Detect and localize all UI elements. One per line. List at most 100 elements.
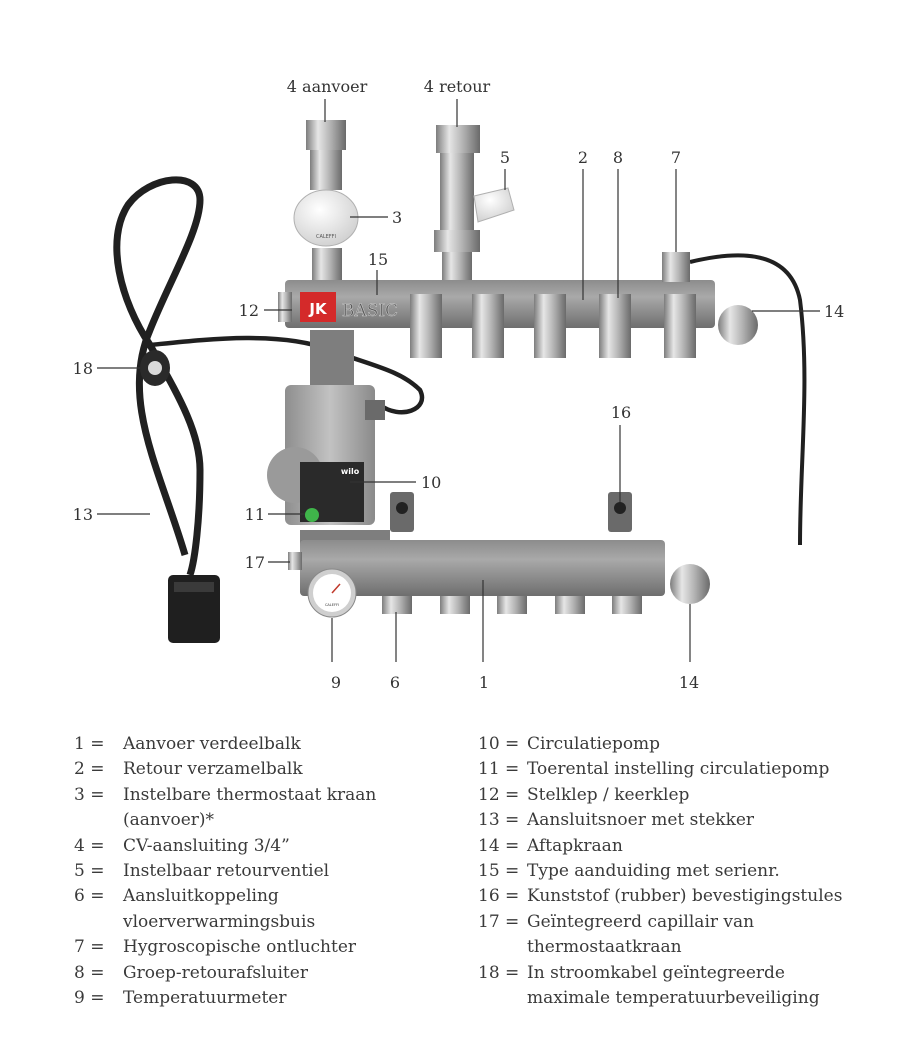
callout-14-top: 14: [824, 302, 844, 321]
callout-2: 2: [578, 148, 588, 167]
legend-text: CV-aansluiting 3/4”: [123, 835, 290, 856]
legend-number: 15 =: [478, 861, 520, 882]
legend-text: Retour verzamelbalk: [123, 759, 303, 780]
supply-coupling-row: [382, 596, 642, 614]
drain-valve-top-icon: [718, 305, 758, 345]
legend-number: 3 =: [74, 784, 105, 805]
thermometer: CALEFFI: [307, 568, 357, 618]
legend-item: 10 = Circulatiepomp: [478, 732, 898, 757]
return-manifold: JK BASIC: [278, 252, 758, 358]
legend-item: 11 =Toerental instelling circulatiepomp: [478, 757, 898, 782]
legend-text: Aftapkraan: [527, 835, 623, 856]
legend-text: Instelbaar retourventiel: [123, 861, 330, 882]
legend-text: Aanvoer verdeelbalk: [123, 734, 301, 754]
legend-number: 2 =: [74, 759, 105, 780]
drain-valve-bottom-icon: [670, 564, 710, 604]
callout-3: 3: [392, 208, 402, 227]
legend-number: 9 =: [74, 988, 105, 1009]
legend-item: 17 = Geïntegreerd capillair van thermosta…: [478, 910, 898, 961]
legend-number: 13 =: [478, 810, 520, 831]
callout-7: 7: [671, 148, 681, 167]
valve-brand: CALEFFI: [316, 234, 336, 240]
check-valve-icon: [278, 292, 292, 322]
return-riser: [434, 125, 515, 282]
legend-item: 16 = Kunststof (rubber) bevestigingstules: [478, 884, 898, 909]
legend-text: Instelbare thermostaat kraan (aanvoer)*: [123, 784, 377, 831]
legend-item: 5 = Instelbaar retourventiel: [74, 859, 454, 884]
legend-number: 8 =: [74, 962, 105, 983]
model-plate: BASIC: [342, 301, 398, 321]
callout-4-retour: 4 retour: [424, 77, 491, 96]
legend-number: 7 =: [74, 937, 105, 958]
legend-text: Temperatuurmeter: [123, 988, 287, 1009]
legend-text: Circulatiepomp: [527, 734, 661, 754]
legend-number: 5 =: [74, 861, 105, 882]
legend-item: 3 = Instelbare thermostaat kraan (aanvoer…: [74, 783, 454, 834]
legend-text: Type aanduiding met serienr.: [527, 861, 780, 882]
callout-14-bottom: 14: [679, 673, 699, 692]
callout-11: 11: [245, 505, 265, 524]
legend-item: 8 = Groep-retourafsluiter: [74, 961, 454, 986]
mounting-grommet-icon: [396, 502, 408, 514]
legend-item: 12 = Stelklep / keerklep: [478, 783, 898, 808]
legend-item: 9 = Temperatuurmeter: [74, 986, 454, 1011]
return-valve-icon: [473, 187, 515, 223]
legend-text: Aansluitkoppeling vloerverwarmingsbuis: [123, 886, 316, 932]
manifold-diagram: CALEFFI JK BASIC wilo: [73, 77, 845, 692]
legend-number: 1 =: [74, 734, 105, 754]
callout-9: 9: [331, 673, 341, 692]
legend-number: 10 =: [478, 734, 520, 754]
callout-18: 18: [73, 359, 93, 378]
brand-badge: [300, 292, 336, 322]
gauge-brand: CALEFFI: [325, 603, 339, 607]
parts-legend: 1 = Aanvoer verdeelbalk 2 = Retour verzamel…: [0, 732, 919, 1032]
callout-17: 17: [245, 553, 265, 572]
callout-4-aanvoer: 4 aanvoer: [287, 77, 368, 96]
thermostat-valve-icon: [293, 189, 359, 247]
legend-number: 16 =: [478, 886, 520, 907]
legend-item: 1 = Aanvoer verdeelbalk: [74, 732, 454, 757]
legend-left-column: 1 = Aanvoer verdeelbalk 2 = Retour verzamel…: [74, 732, 454, 1011]
legend-item: 14 = Aftapkraan: [478, 834, 898, 859]
circulation-pump: wilo: [267, 330, 385, 525]
return-valve-row: [410, 294, 696, 358]
callout-10: 10: [421, 473, 441, 492]
callout-5: 5: [500, 148, 510, 167]
legend-text: Aansluitsnoer met stekker: [527, 810, 755, 831]
legend-number: 6 =: [74, 886, 105, 907]
supply-riser: CALEFFI: [293, 120, 359, 282]
air-vent-icon: [662, 252, 690, 282]
callout-8: 8: [613, 148, 623, 167]
legend-number: 14 =: [478, 835, 520, 856]
callout-15: 15: [368, 250, 388, 269]
sensor-cable: [689, 253, 807, 546]
leader-lines: [97, 99, 820, 662]
legend-number: 12 =: [478, 784, 520, 805]
legend-text: Hygroscopische ontluchter: [123, 937, 357, 958]
legend-text: Groep-retourafsluiter: [123, 962, 308, 983]
legend-right-column: 10 = Circulatiepomp 11 =Toerental instelli…: [478, 732, 898, 1011]
speed-knob-icon: [305, 508, 319, 522]
legend-item: 13 = Aansluitsnoer met stekker: [478, 808, 898, 833]
legend-text: Geïntegreerd capillair van thermostaatkr…: [527, 911, 755, 958]
legend-number: 11 =: [478, 759, 520, 780]
callout-16: 16: [611, 403, 631, 422]
brand-badge-text: JK: [308, 300, 328, 318]
legend-item: 4 = CV-aansluiting 3/4”: [74, 834, 454, 859]
legend-number: 17 =: [478, 911, 520, 932]
legend-item: 7 = Hygroscopische ontluchter: [74, 935, 454, 960]
legend-text: In stroomkabel geïntegreerde maximale te…: [527, 962, 820, 1009]
legend-number: 18 =: [478, 962, 520, 983]
legend-number: 4 =: [74, 835, 105, 856]
callout-1: 1: [479, 673, 489, 692]
legend-item: 6 = Aansluitkoppeling vloerverwarmingsbui…: [74, 884, 454, 935]
legend-text: Stelklep / keerklep: [527, 784, 690, 805]
legend-item: 2 = Retour verzamelbalk: [74, 757, 454, 782]
pump-brand: wilo: [341, 467, 360, 476]
callout-13: 13: [73, 505, 93, 524]
callout-6: 6: [390, 673, 400, 692]
callout-labels: 4 aanvoer 4 retour 5 2 8 7 3 15 12 14 18…: [73, 77, 845, 692]
power-cable: [113, 176, 425, 643]
legend-text: Kunststof (rubber) bevestigingstules: [527, 886, 843, 907]
legend-item: 15 = Type aanduiding met serienr.: [478, 859, 898, 884]
